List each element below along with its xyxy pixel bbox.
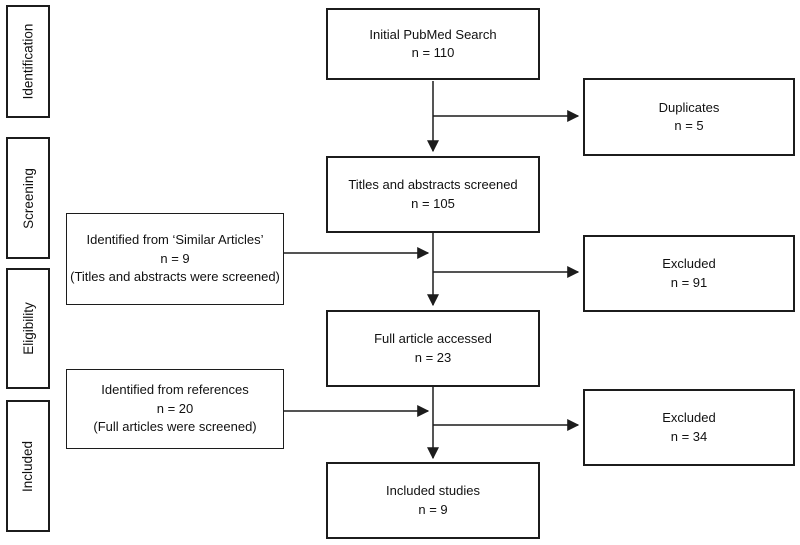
flow-box-similar-articles: Identified from ‘Similar Articles’ n = 9… — [66, 213, 284, 305]
stage-screening-label: Screening — [20, 167, 36, 229]
flow-box-references-count: n = 20 — [156, 400, 194, 416]
flow-box-titles-screened: Titles and abstracts screened n = 105 — [326, 156, 540, 233]
flow-box-initial-search-title: Initial PubMed Search — [369, 26, 497, 42]
flow-box-initial-search: Initial PubMed Search n = 110 — [326, 8, 540, 80]
stage-screening: Screening — [6, 137, 50, 259]
flow-box-references-note: (Full articles were screened) — [93, 419, 257, 435]
stage-identification-label: Identification — [20, 23, 36, 100]
flow-box-excluded-abstracts: Excluded n = 91 — [583, 235, 795, 312]
flow-box-titles-screened-count: n = 105 — [411, 195, 455, 211]
flow-box-duplicates-count: n = 5 — [674, 118, 704, 133]
flow-box-titles-screened-title: Titles and abstracts screened — [348, 177, 518, 193]
flow-box-included-studies-count: n = 9 — [418, 501, 448, 517]
flow-box-duplicates-title: Duplicates — [658, 99, 720, 115]
stage-eligibility-label: Eligibility — [20, 302, 36, 355]
stage-included-label: Included — [20, 440, 36, 492]
flow-box-full-article-count: n = 23 — [414, 349, 452, 365]
flow-box-excluded-abstracts-title: Excluded — [662, 256, 716, 272]
flow-box-excluded-fulltext: Excluded n = 34 — [583, 389, 795, 466]
flow-box-references: Identified from references n = 20 (Full … — [66, 369, 284, 449]
flow-box-included-studies: Included studies n = 9 — [326, 462, 540, 539]
flow-box-similar-articles-note: (Titles and abstracts were screened) — [70, 269, 280, 285]
stage-identification: Identification — [6, 5, 50, 118]
flow-box-duplicates: Duplicates n = 5 — [583, 78, 795, 156]
flow-box-included-studies-title: Included studies — [386, 483, 480, 499]
flow-box-references-title: Identified from references — [101, 382, 249, 398]
flow-box-full-article-title: Full article accessed — [374, 331, 492, 347]
flow-box-similar-articles-title: Identified from ‘Similar Articles’ — [86, 232, 264, 248]
flow-box-initial-search-count: n = 110 — [411, 45, 455, 60]
flow-box-excluded-abstracts-count: n = 91 — [670, 274, 708, 290]
flow-box-excluded-fulltext-count: n = 34 — [670, 428, 708, 444]
flow-box-excluded-fulltext-title: Excluded — [662, 410, 716, 426]
stage-eligibility: Eligibility — [6, 268, 50, 389]
flow-box-full-article: Full article accessed n = 23 — [326, 310, 540, 387]
stage-included: Included — [6, 400, 50, 532]
flow-box-similar-articles-count: n = 9 — [160, 250, 190, 266]
